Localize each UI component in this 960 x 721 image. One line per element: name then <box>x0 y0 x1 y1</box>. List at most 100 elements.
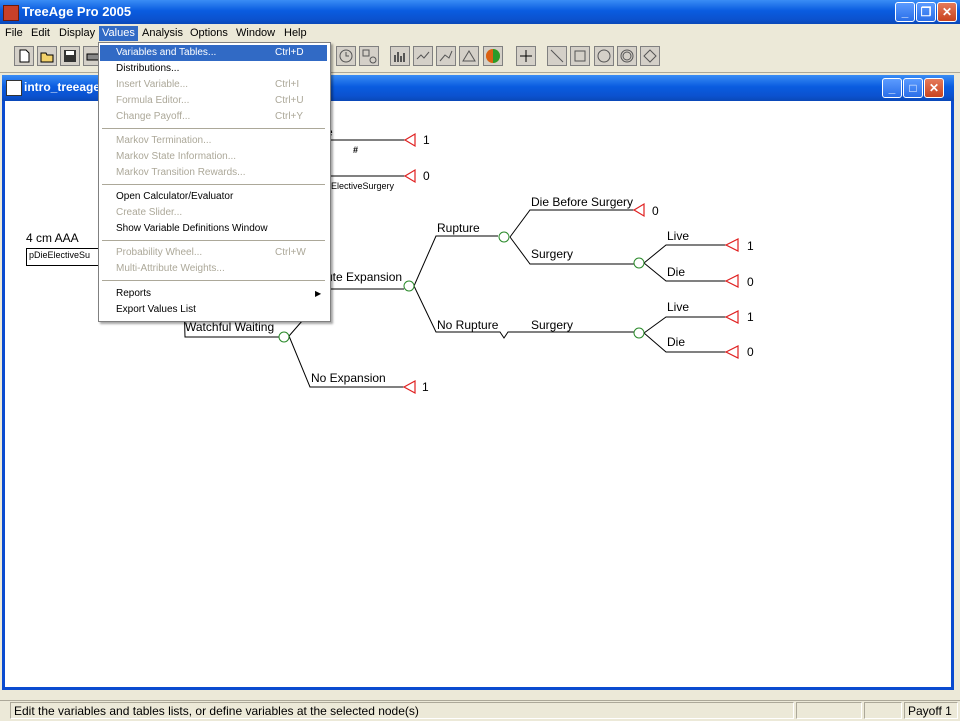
menu-options[interactable]: Options <box>190 27 228 39</box>
menu-separator <box>102 240 325 241</box>
menu-item-markov-transition-rewards[interactable]: Markov Transition Rewards... <box>116 167 246 178</box>
restore-button[interactable]: ❐ <box>916 2 936 22</box>
payoff-value: 1 <box>423 133 430 147</box>
branch-label-acute-expansion[interactable]: ute Expansion <box>326 270 403 284</box>
monte-carlo-icon[interactable] <box>459 46 479 66</box>
menu-item-variables-and-tables[interactable]: Variables and Tables...Ctrl+D <box>100 45 327 61</box>
elective-surgery-variable[interactable]: eElectiveSurgery <box>326 181 395 191</box>
payoff-value: 0 <box>747 275 754 289</box>
payoff-value: 1 <box>422 380 429 394</box>
values-dropdown-menu: Variables and Tables...Ctrl+D Distributi… <box>98 42 331 322</box>
status-payoff: Payoff 1 <box>904 702 958 719</box>
document-title: intro_treeage <box>24 80 101 94</box>
branch-label-die-1[interactable]: Die <box>667 265 686 279</box>
root-variable-box[interactable]: pDieElectiveSu <box>26 248 104 266</box>
branch-label-no-rupture[interactable]: No Rupture <box>437 318 499 332</box>
branch-label-watchful-waiting[interactable]: Watchful Waiting <box>185 320 275 334</box>
app-icon[interactable] <box>3 5 19 21</box>
terminal-node <box>403 132 416 148</box>
doc-close-button[interactable]: ✕ <box>924 78 944 98</box>
move-icon[interactable] <box>516 46 536 66</box>
bar-chart-icon[interactable] <box>390 46 410 66</box>
menu-bar: File Edit Display Values Analysis Option… <box>0 24 960 42</box>
clock-icon[interactable] <box>336 46 356 66</box>
menu-item-reports[interactable]: Reports ▶ <box>100 286 327 302</box>
menu-item-change-payoff[interactable]: Change Payoff...Ctrl+Y <box>116 111 304 122</box>
menu-item-create-slider[interactable]: Create Slider... <box>116 207 183 218</box>
branch-label-rupture[interactable]: Rupture <box>437 221 480 235</box>
sensitivity-icon[interactable] <box>413 46 433 66</box>
payoff-value: 0 <box>652 204 659 218</box>
menu-item-distributions[interactable]: Distributions... <box>116 63 180 74</box>
chance-node-surgery-1 <box>633 257 645 269</box>
status-cell-empty <box>796 702 862 719</box>
menu-edit[interactable]: Edit <box>31 27 50 39</box>
menu-display[interactable]: Display <box>59 27 96 39</box>
terminal-node <box>632 202 645 218</box>
open-folder-icon[interactable] <box>37 46 57 66</box>
document-icon <box>6 80 22 96</box>
branch-label-die-before-surgery[interactable]: Die Before Surgery <box>531 195 634 209</box>
root-node-label[interactable]: 4 cm AAA <box>26 231 79 245</box>
save-icon[interactable] <box>60 46 80 66</box>
hash-marker: # <box>353 145 359 155</box>
markov-icon[interactable] <box>359 46 379 66</box>
payoff-value: 0 <box>423 169 430 183</box>
doc-maximize-button[interactable]: □ <box>903 78 923 98</box>
menu-window[interactable]: Window <box>236 27 276 39</box>
branch-label-no-expansion[interactable]: No Expansion <box>311 371 386 385</box>
status-cell-empty <box>864 702 902 719</box>
branch-label-die-2[interactable]: Die <box>667 335 686 349</box>
terminal-node <box>724 238 739 252</box>
menu-separator <box>102 128 325 129</box>
terminal-node <box>724 274 739 288</box>
branch-line-icon[interactable] <box>547 46 567 66</box>
chance-node-rupture <box>498 231 510 243</box>
square-node-icon[interactable] <box>570 46 590 66</box>
menu-item-insert-variable[interactable]: Insert Variable...Ctrl+I <box>116 79 300 90</box>
menu-values[interactable]: Values <box>99 26 138 41</box>
branch-label-live-2[interactable]: Live <box>667 300 690 314</box>
doc-minimize-button[interactable]: _ <box>882 78 902 98</box>
menu-item-multi-attribute-weights[interactable]: Multi-Attribute Weights... <box>116 263 225 274</box>
menu-separator <box>102 280 325 281</box>
status-message: Edit the variables and tables lists, or … <box>10 702 794 719</box>
double-circle-node-icon[interactable] <box>617 46 637 66</box>
close-button[interactable]: ✕ <box>937 2 957 22</box>
color-wheel-icon[interactable] <box>483 46 503 66</box>
status-bar: Edit the variables and tables lists, or … <box>0 700 960 721</box>
diamond-node-icon[interactable] <box>640 46 660 66</box>
terminal-node <box>403 168 416 184</box>
sensitivity-2way-icon[interactable] <box>436 46 456 66</box>
minimize-button[interactable]: _ <box>895 2 915 22</box>
menu-item-probability-wheel[interactable]: Probability Wheel...Ctrl+W <box>116 247 306 258</box>
menu-item-show-variable-definitions[interactable]: Show Variable Definitions Window <box>116 223 268 234</box>
terminal-node <box>402 379 416 395</box>
branch-label-surgery-1[interactable]: Surgery <box>531 247 574 261</box>
circle-node-icon[interactable] <box>594 46 614 66</box>
menu-item-markov-state-info[interactable]: Markov State Information... <box>116 151 237 162</box>
menu-analysis[interactable]: Analysis <box>142 27 183 39</box>
branch-label-surgery-2[interactable]: Surgery <box>531 318 574 332</box>
menu-item-export-values-list[interactable]: Export Values List <box>116 304 196 315</box>
chance-node-acute-expansion <box>403 280 415 292</box>
payoff-value: 1 <box>747 310 754 324</box>
menu-help[interactable]: Help <box>284 27 307 39</box>
menu-file[interactable]: File <box>5 27 23 39</box>
menu-item-markov-termination[interactable]: Markov Termination... <box>116 135 212 146</box>
chance-node-surgery-2 <box>633 327 645 339</box>
payoff-value: 1 <box>747 239 754 253</box>
new-file-icon[interactable] <box>14 46 34 66</box>
payoff-value: 0 <box>747 345 754 359</box>
terminal-node <box>724 310 739 324</box>
submenu-arrow-icon: ▶ <box>315 289 322 298</box>
app-title: TreeAge Pro 2005 <box>22 4 132 19</box>
chance-node-watchful-waiting <box>278 331 290 343</box>
terminal-node <box>724 345 739 359</box>
menu-item-formula-editor[interactable]: Formula Editor...Ctrl+U <box>116 95 304 106</box>
menu-item-open-calculator[interactable]: Open Calculator/Evaluator <box>116 191 234 202</box>
app-title-bar[interactable]: TreeAge Pro 2005 _ ❐ ✕ <box>0 0 960 24</box>
branch-label-live-1[interactable]: Live <box>667 229 690 243</box>
menu-separator <box>102 184 325 185</box>
